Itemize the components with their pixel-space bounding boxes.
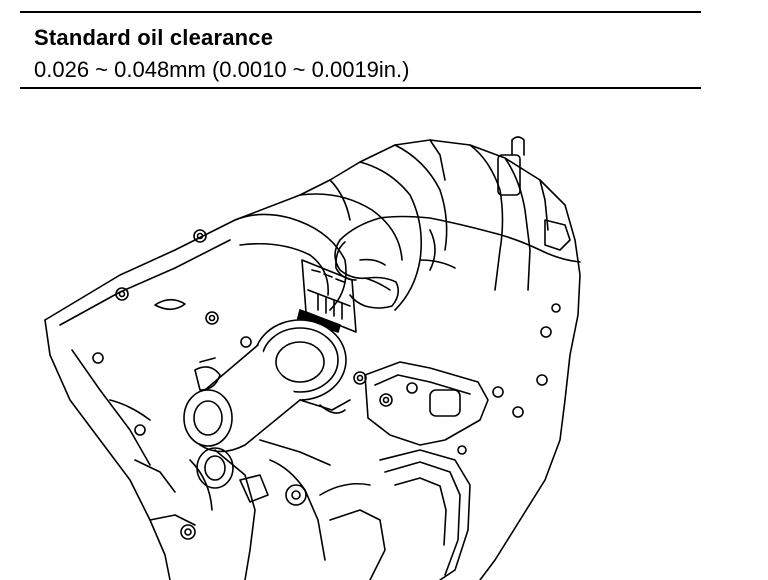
spec-value: 0.026 ~ 0.048mm (0.0010 ~ 0.0019in.) bbox=[34, 57, 410, 82]
spec-box: Standard oil clearance 0.026 ~ 0.048mm (… bbox=[20, 11, 701, 89]
plastigage-scale bbox=[301, 259, 357, 333]
engine-block-illustration bbox=[0, 100, 768, 580]
spec-title: Standard oil clearance bbox=[34, 25, 274, 50]
hand-shape bbox=[334, 215, 581, 309]
crankshaft-measurement-icon bbox=[44, 136, 581, 580]
bearing-cap bbox=[364, 361, 489, 446]
